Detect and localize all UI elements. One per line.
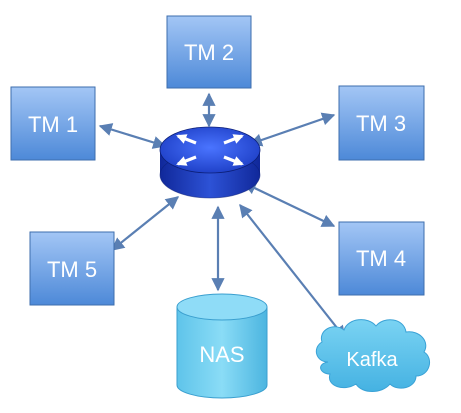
tm4-box xyxy=(338,221,425,296)
node-tm4: TM 4 xyxy=(338,221,425,296)
node-tm2: TM 2 xyxy=(166,15,252,89)
tm4-label: TM 4 xyxy=(356,246,406,271)
node-tm5: TM 5 xyxy=(29,231,115,306)
nas-cylinder-body xyxy=(176,306,268,399)
tm3-box xyxy=(338,85,425,161)
nas-cylinder-top xyxy=(176,293,268,321)
edge-tm1-router xyxy=(98,123,167,149)
tm3-label: TM 3 xyxy=(356,111,406,136)
node-nas: NAS xyxy=(176,293,268,399)
tm1-label: TM 1 xyxy=(28,112,78,137)
cloud-icon xyxy=(315,319,431,392)
edge-tm4-router xyxy=(242,182,336,227)
connections xyxy=(98,92,346,340)
tm2-box xyxy=(166,15,252,89)
node-kafka: Kafka xyxy=(315,319,431,392)
tm5-box xyxy=(29,231,115,306)
nas-label: NAS xyxy=(199,342,244,367)
tm5-label: TM 5 xyxy=(47,257,97,282)
node-tm1: TM 1 xyxy=(10,86,96,161)
edge-kafka-router xyxy=(239,203,346,340)
tm2-label: TM 2 xyxy=(184,40,234,65)
edge-tm5-router xyxy=(110,196,180,251)
router-icon xyxy=(159,126,261,199)
kafka-label: Kafka xyxy=(346,349,398,371)
tm1-box xyxy=(10,86,96,161)
node-tm3: TM 3 xyxy=(338,85,425,161)
edge-tm3-router xyxy=(248,112,336,147)
